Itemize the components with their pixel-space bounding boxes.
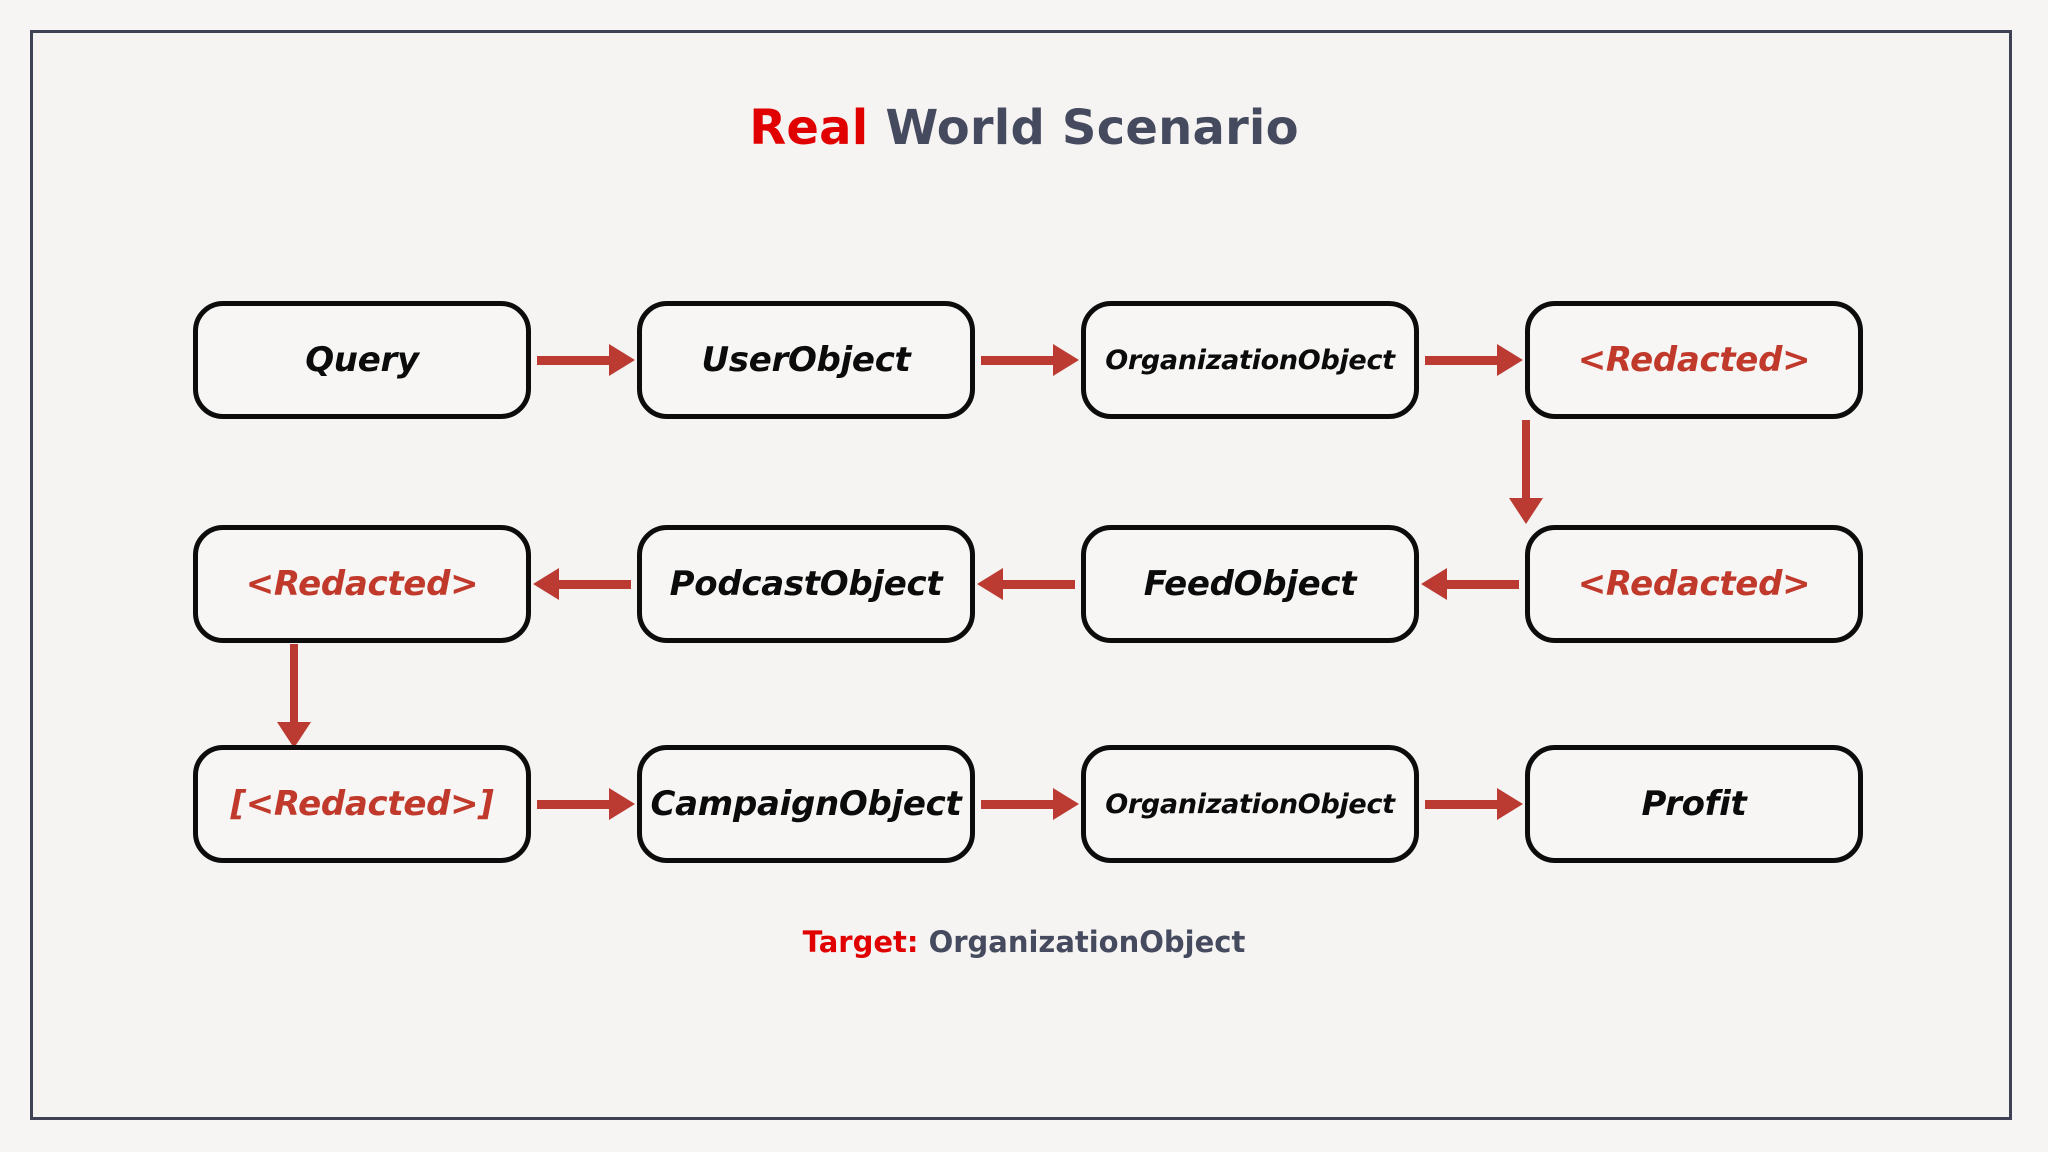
- flow-node-organizationobject-1[interactable]: OrganizationObject: [1081, 301, 1419, 419]
- flow-node-redacted-3[interactable]: <Redacted>: [1525, 525, 1863, 643]
- arrow-right-icon: [531, 300, 637, 420]
- flow-row-2: <Redacted> PodcastObject FeedObject <Red…: [193, 524, 1863, 644]
- arrow-down-icon-left: [274, 644, 314, 748]
- arrow-left-icon: [975, 524, 1081, 644]
- page-title: Real World Scenario: [0, 100, 2048, 156]
- arrow-left-icon: [1419, 524, 1525, 644]
- flow-node-organizationobject-2[interactable]: OrganizationObject: [1081, 745, 1419, 863]
- flow-node-label: <Redacted>: [1577, 340, 1811, 380]
- flow-node-label: UserObject: [701, 340, 911, 380]
- flow-row-3: [<Redacted>] CampaignObject Organization…: [193, 744, 1863, 864]
- flow-node-feedobject[interactable]: FeedObject: [1081, 525, 1419, 643]
- arrow-right-icon: [531, 744, 637, 864]
- flow-node-label: OrganizationObject: [1105, 788, 1395, 820]
- flow-row-1: Query UserObject OrganizationObject <Red…: [193, 300, 1863, 420]
- target-label-value: OrganizationObject: [918, 925, 1246, 959]
- flow-node-redacted-4[interactable]: [<Redacted>]: [193, 745, 531, 863]
- flow-node-userobject[interactable]: UserObject: [637, 301, 975, 419]
- arrow-right-icon: [975, 300, 1081, 420]
- flow-node-label: PodcastObject: [669, 564, 943, 604]
- page-title-accent: Real: [749, 100, 869, 156]
- flow-node-query[interactable]: Query: [193, 301, 531, 419]
- flow-node-redacted-1[interactable]: <Redacted>: [1525, 301, 1863, 419]
- flow-node-label: Profit: [1641, 784, 1747, 824]
- flow-node-label: Query: [305, 340, 419, 380]
- flow-node-profit[interactable]: Profit: [1525, 745, 1863, 863]
- flow-node-campaignobject[interactable]: CampaignObject: [637, 745, 975, 863]
- flow-node-podcastobject[interactable]: PodcastObject: [637, 525, 975, 643]
- flow-node-label: OrganizationObject: [1105, 344, 1395, 376]
- flow-grid: Query UserObject OrganizationObject <Red…: [193, 300, 1863, 863]
- flow-node-label: [<Redacted>]: [230, 784, 494, 824]
- flow-node-redacted-2[interactable]: <Redacted>: [193, 525, 531, 643]
- page-title-rest: World Scenario: [868, 100, 1299, 156]
- flow-node-label: <Redacted>: [1577, 564, 1811, 604]
- arrow-right-icon: [1419, 744, 1525, 864]
- arrow-down-icon-right: [1506, 420, 1546, 524]
- arrow-right-icon: [975, 744, 1081, 864]
- flow-node-label: FeedObject: [1143, 564, 1357, 604]
- target-label-key: Target:: [802, 925, 919, 959]
- flow-node-label: <Redacted>: [245, 564, 479, 604]
- target-label: Target: OrganizationObject: [0, 925, 2048, 959]
- flow-node-label: CampaignObject: [650, 784, 962, 824]
- arrow-left-icon: [531, 524, 637, 644]
- arrow-right-icon: [1419, 300, 1525, 420]
